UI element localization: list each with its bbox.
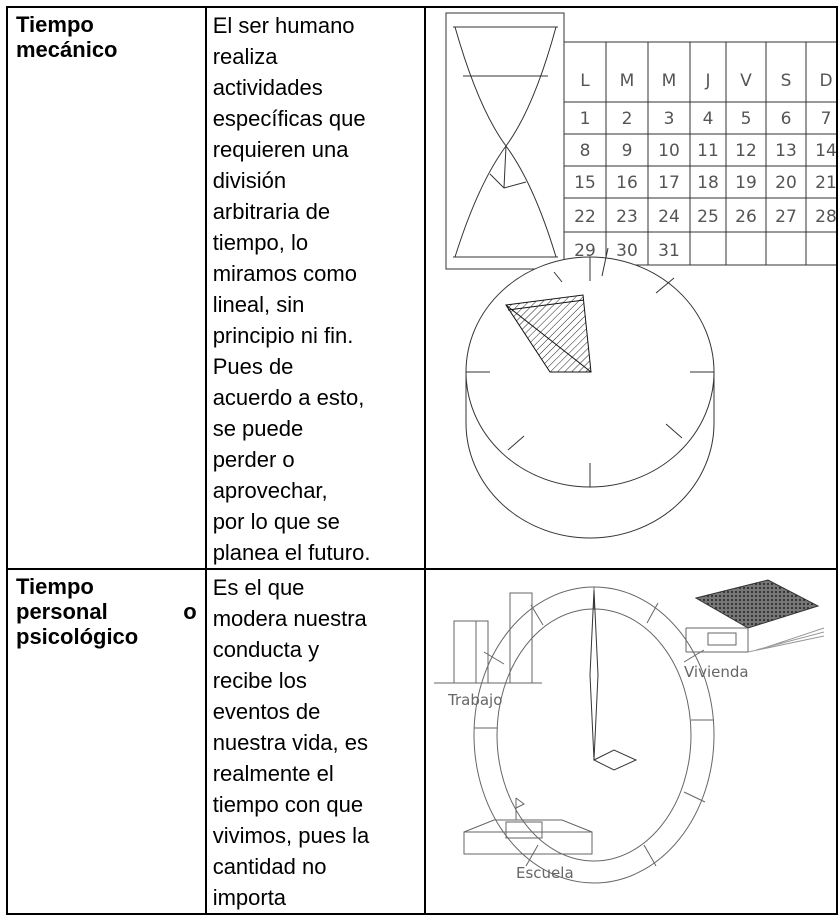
time-wedge (505, 294, 592, 373)
description-line: división (212, 168, 287, 193)
calendar-day: 27 (775, 207, 797, 227)
description-line: aprovechar, (212, 478, 328, 503)
calendar-day: 4 (703, 109, 714, 129)
description-line: acuerdo a esto, (212, 385, 365, 410)
calendar-day: 6 (781, 109, 792, 129)
ring-clock-icon (473, 586, 715, 884)
calendar-day: 25 (697, 207, 719, 227)
description-line: vivimos, pues la (212, 823, 370, 848)
calendar-text: L M M J V S D 1 2 3 4 5 6 7 8 9 10 (574, 71, 836, 261)
term-line: Tiempo (16, 12, 94, 37)
description-line: conducta y (212, 637, 320, 662)
calendar-day: 16 (616, 173, 638, 193)
term-cell: Tiempo personal o psicológico (6, 568, 207, 915)
term-mechanical-time: Tiempo mecánico (16, 12, 197, 62)
calendar-day: 3 (664, 109, 675, 129)
calendar-day-header: J (704, 71, 710, 91)
description-line: por lo que se (212, 509, 340, 534)
calendar-day: 15 (574, 173, 596, 193)
description-line: tiempo con que (212, 792, 364, 817)
figure-cell: Trabajo Vivienda Escuela (423, 568, 838, 915)
calendar-day: 31 (658, 241, 680, 261)
calendar-day: 5 (741, 109, 752, 129)
description-mechanical-time: El ser humano realiza actividades especí… (213, 10, 418, 568)
calendar-day: 19 (735, 173, 757, 193)
calendar-day: 26 (735, 207, 757, 227)
calendar-day: 12 (735, 141, 757, 161)
term-line: psicológico (16, 624, 139, 649)
calendar-day: 7 (821, 109, 832, 129)
calendar-day: 23 (616, 207, 638, 227)
description-line: nuestra vida, es (212, 730, 368, 755)
description-line: El ser humano (212, 13, 355, 38)
school-icon (463, 797, 593, 855)
description-line: principio ni fin. (212, 323, 354, 348)
calendar-day: 17 (658, 173, 680, 193)
description-cell: El ser humano realiza actividades especí… (204, 6, 426, 570)
table-row-mechanical-time: Tiempo mecánico El ser humano realiza ac… (6, 6, 838, 570)
work-label: Trabajo (447, 691, 502, 709)
description-line: recibe los (212, 668, 307, 693)
description-line: actividades (212, 75, 323, 100)
hourglass-icon (445, 12, 565, 270)
description-line: importa (212, 885, 287, 910)
calendar-day-header: L (580, 71, 590, 91)
calendar-day: 28 (815, 207, 836, 227)
clock-disc-icon (465, 247, 715, 539)
description-line: perder o (212, 447, 295, 472)
description-cell: Es el que modera nuestra conducta y reci… (204, 568, 426, 915)
calendar-day: 14 (815, 141, 836, 161)
calendar-day: 11 (697, 141, 719, 161)
description-line: cantidad no (212, 854, 327, 879)
calendar-day: 20 (775, 173, 797, 193)
description-line: realmente el (212, 761, 334, 786)
table-row-personal-time: Tiempo personal o psicológico Es el que … (6, 568, 838, 915)
description-line: planea el futuro. (212, 540, 371, 565)
description-line: requieren una (212, 137, 349, 162)
calendar-day-header: S (781, 71, 792, 91)
term-line: personal o (16, 599, 197, 624)
figure-cell: L M M J V S D 1 2 3 4 5 6 7 8 9 10 (423, 6, 838, 570)
description-line: tiempo, lo (212, 230, 309, 255)
personal-time-illustration: Trabajo Vivienda Escuela (433, 579, 825, 884)
description-line: específicas que (212, 106, 366, 131)
term-personal-time: Tiempo personal o psicológico (16, 574, 197, 649)
description-line: arbitraria de (212, 199, 331, 224)
calendar-day-header: M (662, 71, 677, 91)
calendar-day: 9 (622, 141, 633, 161)
calendar-day: 30 (616, 241, 638, 261)
school-label: Escuela (516, 864, 574, 882)
calendar-day: 1 (580, 109, 591, 129)
description-line: miramos como (212, 261, 357, 286)
calendar-grid (563, 41, 836, 266)
description-line: modera nuestra (212, 606, 367, 631)
term-cell: Tiempo mecánico (6, 6, 207, 570)
description-line: lineal, sin (212, 292, 305, 317)
calendar-day: 21 (815, 173, 836, 193)
calendar-day: 10 (658, 141, 680, 161)
description-line: se puede (212, 416, 304, 441)
calendar-day: 24 (658, 207, 680, 227)
description-line: eventos de (212, 699, 321, 724)
calendar-day: 18 (697, 173, 719, 193)
calendar-day-header: V (740, 71, 752, 91)
calendar-day-header: M (620, 71, 635, 91)
term-line: mecánico (16, 37, 118, 62)
calendar-day: 2 (622, 109, 633, 129)
mechanical-time-illustration: L M M J V S D 1 2 3 4 5 6 7 8 9 10 (445, 12, 836, 539)
description-line: Es el que (212, 575, 305, 600)
calendar-day: 22 (574, 207, 596, 227)
calendar-day: 29 (574, 241, 596, 261)
work-buildings-icon (433, 592, 542, 684)
concept-table: Tiempo mecánico El ser humano realiza ac… (6, 6, 838, 915)
home-label: Vivienda (684, 663, 749, 681)
calendar-day-header: D (819, 71, 832, 91)
description-line: Pues de (212, 354, 294, 379)
house-icon (685, 579, 825, 653)
description-line: realiza (212, 44, 278, 69)
term-line: Tiempo (16, 574, 94, 599)
description-personal-time: Es el que modera nuestra conducta y reci… (213, 572, 418, 913)
calendar-day: 8 (580, 141, 591, 161)
calendar-day: 13 (775, 141, 797, 161)
